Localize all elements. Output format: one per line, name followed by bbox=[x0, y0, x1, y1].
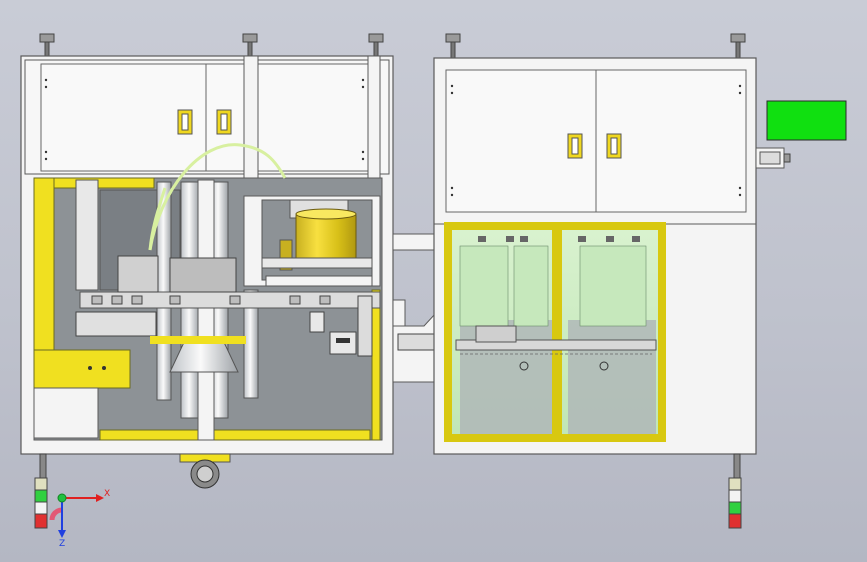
door-handle-icon[interactable] bbox=[606, 133, 622, 159]
y-axis-dot bbox=[57, 493, 67, 503]
door-handle-icon[interactable] bbox=[216, 109, 232, 135]
door-handle-icon[interactable] bbox=[567, 133, 583, 159]
leveling-foot-top-left bbox=[445, 33, 461, 59]
leveling-foot-top-right bbox=[368, 33, 384, 57]
x-axis-label: X bbox=[104, 489, 110, 499]
z-axis-label: Z bbox=[59, 539, 65, 549]
door-handle-icon[interactable] bbox=[177, 109, 193, 135]
left-cabinet-door-3 bbox=[257, 63, 369, 172]
chain-rail bbox=[455, 339, 657, 351]
leveling-foot-top-right bbox=[730, 33, 746, 59]
left-machine bbox=[20, 33, 394, 529]
signal-tower-left bbox=[34, 453, 48, 529]
axis-triad: X Y Z bbox=[49, 489, 110, 549]
right-machine bbox=[433, 33, 847, 529]
pneumatic-hose bbox=[148, 143, 287, 251]
left-yellow-guard bbox=[33, 177, 55, 355]
green-control-panel[interactable] bbox=[766, 100, 847, 141]
conveyor bbox=[392, 233, 436, 383]
leveling-foot-top-left bbox=[39, 33, 55, 57]
signal-tower-right bbox=[728, 453, 742, 529]
leveling-foot-top-center bbox=[242, 33, 258, 57]
